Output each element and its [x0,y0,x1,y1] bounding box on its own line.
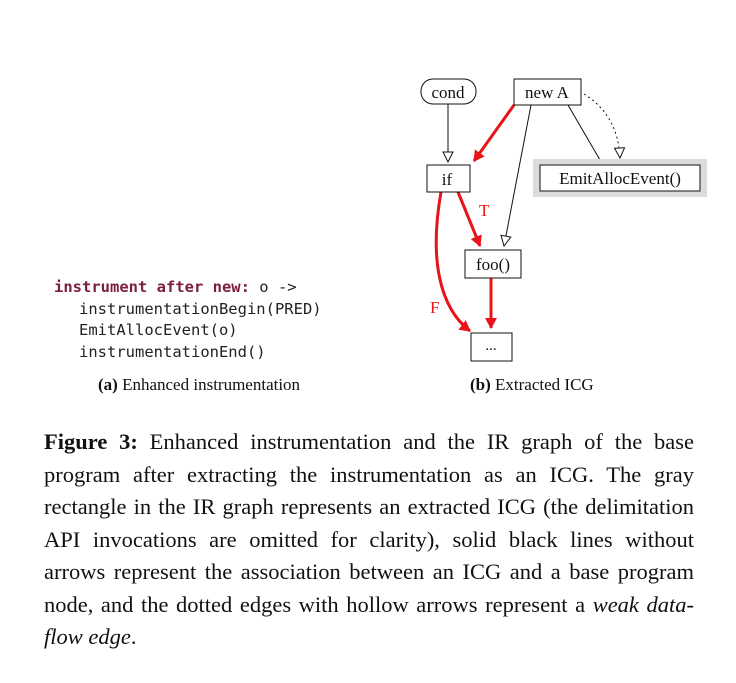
subcaption-b: (b) Extracted ICG [470,375,594,395]
subcaption-b-label: (b) [470,375,491,394]
code-header-rest: o -> [249,278,297,296]
figure-caption-label: Figure 3: [44,429,138,454]
subcaption-a-text: Enhanced instrumentation [117,375,301,394]
node-emit-icg: EmitAllocEvent() [533,159,707,197]
node-if-label: if [442,170,453,189]
edge-newa-emit-weak [583,93,620,158]
edge-label-true: T [479,201,490,220]
edge-if-ellipsis-false [434,191,471,333]
figure-caption-text: Enhanced instrumentation and the IR grap… [44,429,694,617]
figure-caption-end: . [130,624,137,649]
subcaption-a: (a) Enhanced instrumentation [98,375,300,395]
node-ellipsis-label: ... [485,338,496,354]
subcaption-a-label: (a) [98,375,118,394]
node-cond-label: cond [431,83,465,102]
node-ellipsis: ... [470,332,513,362]
code-keyword: instrument after new: [54,278,250,296]
edge-if-foo-true [456,191,482,247]
code-header-line: instrument after new: o -> [54,277,322,299]
icg-diagram: cond new A if EmitAllocEvent() foo() ...… [420,78,707,362]
code-line-emit: EmitAllocEvent(o) [79,321,238,339]
edge-newa-if [472,104,516,162]
node-if: if [426,164,471,193]
code-line-begin: instrumentationBegin(PRED) [79,299,322,318]
node-foo: foo() [464,249,522,279]
edge-newa-foo [504,104,532,246]
code-line-end: instrumentationEnd() [79,342,266,361]
node-new-a-label: new A [525,83,570,102]
node-emit-label: EmitAllocEvent() [559,169,681,188]
node-new-a: new A [513,78,582,106]
edge-label-false: F [430,298,439,317]
edge-newa-emit-assoc [567,104,601,161]
figure-caption-emphasis: weak data-flow edge [44,591,694,650]
subcaption-b-text: Extracted ICG [490,375,594,394]
figure-caption: Figure 3: Enhanced instrumentation and t… [44,426,694,654]
instrumentation-code: instrument after new: o ->instrumentatio… [54,277,322,363]
node-cond: cond [420,78,477,105]
node-foo-label: foo() [476,255,510,274]
